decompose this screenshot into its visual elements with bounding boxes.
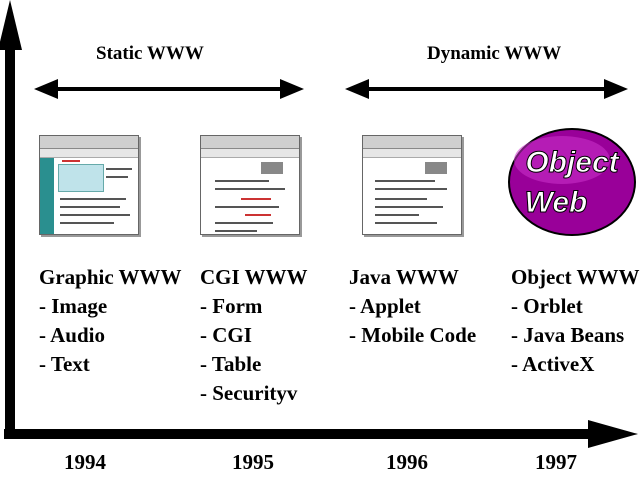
browser-screenshot-icon <box>362 135 462 235</box>
era-label-dynamic: Dynamic WWW <box>427 43 562 64</box>
feature-item: Mobile Code <box>349 321 476 350</box>
feature-item: Text <box>39 350 182 379</box>
browser-screenshot-icon <box>200 135 300 235</box>
thumb-toolbar <box>363 149 461 158</box>
thumb-titlebar <box>40 136 138 149</box>
thumb-content <box>40 158 138 234</box>
static-era-arrowhead-right <box>280 79 304 99</box>
column-java-www: Java WWW Applet Mobile Code <box>349 263 476 350</box>
feature-item: Java Beans <box>511 321 640 350</box>
feature-item: Orblet <box>511 292 640 321</box>
feature-list: Form CGI Table Securityv <box>200 292 308 408</box>
feature-list: Applet Mobile Code <box>349 292 476 350</box>
year-label: 1995 <box>232 450 274 474</box>
feature-item: Applet <box>349 292 476 321</box>
dynamic-era-arrowhead-left <box>345 79 369 99</box>
column-title: CGI WWW <box>200 265 308 289</box>
feature-item: ActiveX <box>511 350 640 379</box>
era-label-static: Static WWW <box>96 43 204 64</box>
year-label: 1997 <box>535 450 577 474</box>
logo-line1: Object <box>525 146 620 179</box>
feature-item: Image <box>39 292 182 321</box>
column-title: Object WWW <box>511 265 640 289</box>
thumb-content <box>201 158 299 234</box>
year-label: 1994 <box>64 450 106 474</box>
feature-item: Table <box>200 350 308 379</box>
thumb-titlebar <box>201 136 299 149</box>
x-axis-arrowhead <box>588 420 638 448</box>
feature-item: CGI <box>200 321 308 350</box>
browser-screenshot-icon <box>39 135 139 235</box>
column-title: Graphic WWW <box>39 265 182 289</box>
feature-item: Audio <box>39 321 182 350</box>
column-object-www: Object WWW Orblet Java Beans ActiveX <box>511 263 640 379</box>
feature-list: Orblet Java Beans ActiveX <box>511 292 640 379</box>
column-graphic-www: Graphic WWW Image Audio Text <box>39 263 182 379</box>
feature-list: Image Audio Text <box>39 292 182 379</box>
thumb-titlebar <box>363 136 461 149</box>
object-web-logo: Object Web <box>508 128 636 236</box>
feature-item: Securityv <box>200 379 308 408</box>
dynamic-era-arrowhead-right <box>604 79 628 99</box>
column-cgi-www: CGI WWW Form CGI Table Securityv <box>200 263 308 408</box>
thumb-toolbar <box>201 149 299 158</box>
feature-item: Form <box>200 292 308 321</box>
year-label: 1996 <box>386 450 428 474</box>
object-web-logo-highlight <box>514 136 610 184</box>
y-axis-arrowhead <box>0 0 22 50</box>
static-era-arrowhead-left <box>34 79 58 99</box>
thumb-content <box>363 158 461 234</box>
thumb-toolbar <box>40 149 138 158</box>
column-title: Java WWW <box>349 265 459 289</box>
logo-line2: Web <box>525 186 588 219</box>
